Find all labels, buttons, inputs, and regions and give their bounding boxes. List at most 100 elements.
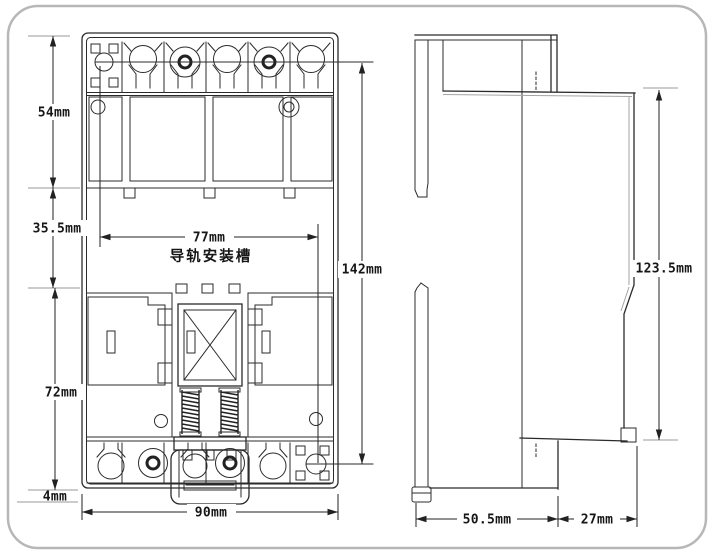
dim-90mm: 90mm [82,504,338,521]
panel-base-line [86,187,334,199]
panel [129,96,206,182]
front-view [81,32,374,505]
side-din-hooks [411,39,432,503]
screw-hole-right-inner [283,101,295,113]
terminal-cavity [129,45,157,73]
side-view [411,34,637,503]
body-inner-outline [86,37,334,485]
terminal-cavity [213,45,241,73]
front-foot [620,427,637,443]
terminal-cavity [97,452,125,480]
dim-77mm: 77mm [100,229,318,246]
top-cover-edge [414,34,558,92]
label-halo [187,504,236,520]
clip-ear [157,362,173,384]
terminal-cavity [297,45,325,73]
clip-cross-brace [183,309,237,381]
dimensions: 54mm 35.5mm 72mm 4mm 77mm 导轨安装槽 90mm [17,35,696,528]
dim-35-5mm: 35.5mm [27,188,88,288]
dim-label-54mm: 54mm [38,106,71,121]
dim-54mm: 54mm [32,36,77,188]
label-halo [457,511,517,527]
right-wing-panel [254,296,333,386]
base-step-edge [429,437,628,490]
step-edge-shadow [442,94,633,97]
screw-hole-right-outer [278,96,300,118]
dim-label-4mm: 4mm [43,490,67,505]
front-face-edge [623,92,635,429]
terminal-screw-head [222,455,238,471]
terminal-funnels [123,42,331,89]
label-halo [338,261,386,278]
dim-142mm: 142mm [338,63,386,464]
panel [290,96,333,182]
dim-4mm: 4mm [43,490,67,505]
label-halo [39,384,84,400]
dim-label-142mm: 142mm [342,263,383,278]
lower-rail-hook [414,282,429,488]
terminal-funnels [96,442,288,458]
vent-slot [261,330,271,354]
terminal-cavity [182,453,208,479]
spring-seats [179,387,241,437]
clip-ear [247,362,263,384]
front-face-shadow [620,96,630,312]
pilot-hole-left [154,414,168,428]
dim-27mm: 27mm [558,511,637,528]
dim-label-35-5mm: 35.5mm [33,222,82,237]
side-view-outline [414,34,637,490]
label-halo [32,104,77,120]
pilot-hole-right [309,412,323,426]
pull-tab-slot [183,480,237,491]
dim-label-123-5mm: 123.5mm [636,262,693,277]
panel [212,96,284,182]
bottom-terminal-block [86,436,374,484]
label-halo [27,220,88,236]
screw-hole-left [90,99,106,115]
front-view-body [81,32,339,489]
hook-foot [411,486,432,503]
clip-ear [247,308,263,326]
case-internal-lines [414,39,558,489]
clip-spring-left [181,390,200,434]
dim-50-5mm: 50.5mm [416,511,558,528]
vent-slot [106,330,116,354]
rail-slot-callout: 导轨安装槽 [170,247,253,265]
body-outer-outline [81,32,339,489]
terminal-screw-head [145,455,161,471]
dim-label-90mm: 90mm [195,506,228,521]
dim-label-72mm: 72mm [45,386,78,401]
page-border-frame [6,4,708,550]
terminal-screw-ring [215,448,245,478]
terminal-cavity [259,452,287,480]
panel [88,96,123,182]
corner-screw-pocket [295,445,330,481]
left-wing-panel [87,296,166,386]
pull-tab-detail [178,449,242,498]
corner-screw-pocket [90,43,119,88]
top-terminal-block [86,41,374,96]
step-edge [442,90,636,94]
clip-ear [157,308,173,326]
clip-slider-inner [183,309,237,381]
dim-123-5mm: 123.5mm [632,90,696,440]
extension-lines [81,66,638,527]
clip-frame [86,283,334,438]
middle-panels [86,96,334,199]
rail-slot-label: 导轨安装槽 [170,247,253,265]
upper-rail-hook [414,39,429,198]
label-halo [632,260,696,277]
dim-label-27mm: 27mm [581,513,614,528]
clip-slider-outer [177,303,243,387]
terminal-screw-ring [138,448,168,478]
dim-label-77mm: 77mm [193,231,226,246]
label-halo [185,229,234,245]
dim-label-50-5mm: 50.5mm [463,513,512,528]
terminal-separators [86,41,334,96]
dim-72mm: 72mm [39,288,84,490]
clip-spring-right [220,390,239,434]
vent-slot [186,330,196,354]
din-rail-clip [86,283,334,505]
